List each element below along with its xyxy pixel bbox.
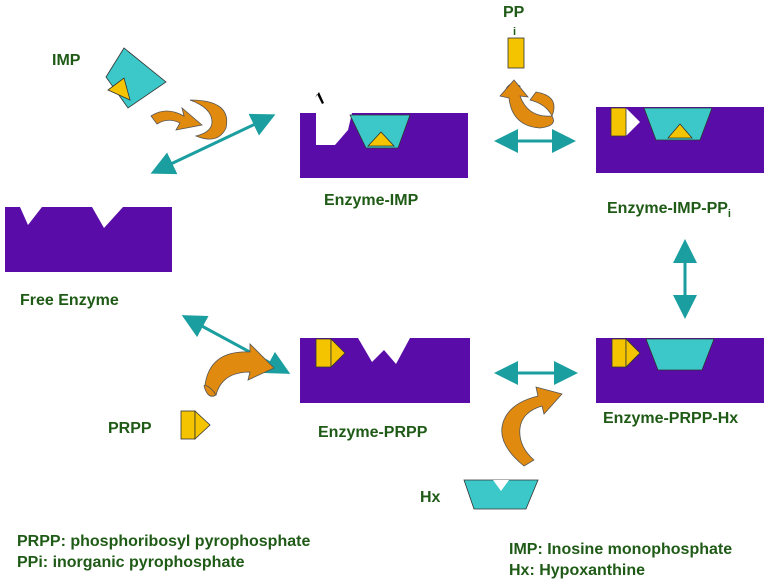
- enzyme-imp-ppi-shape: [596, 107, 764, 173]
- label-enzyme-imp: Enzyme-IMP: [324, 192, 419, 209]
- free-enzyme-shape: [5, 207, 172, 272]
- label-imp: IMP: [52, 52, 81, 69]
- curved-arrow-prpp: [203, 343, 275, 397]
- hx-molecule: [463, 479, 539, 510]
- curved-arrow-ppi: [499, 79, 555, 129]
- label-enzyme-imp-ppi: Enzyme-IMP-PPi: [607, 200, 731, 221]
- label-hx: Hx: [420, 489, 441, 506]
- double-arrow-free-to-imp: [150, 113, 276, 175]
- label-prpp: PRPP: [108, 420, 152, 437]
- label-free-enzyme: Free Enzyme: [20, 292, 119, 309]
- enzyme-imp-shape: [300, 92, 468, 178]
- enzyme-prpp-shape: [300, 338, 470, 403]
- legend-hx: Hx: Hypoxanthine: [509, 562, 646, 579]
- legend-imp: IMP: Inosine monophosphate: [509, 541, 733, 558]
- curved-arrow-hx: [501, 386, 563, 467]
- legend-prpp: PRPP: phosphoribosyl pyrophosphate: [17, 533, 311, 550]
- enzyme-prpp-hx-shape: [596, 338, 764, 403]
- prpp-molecule: [180, 410, 211, 440]
- legend-ppi: PPi: inorganic pyrophosphate: [17, 554, 245, 571]
- legend-left: PRPP: phosphoribosyl pyrophosphate PPi: …: [17, 531, 310, 573]
- imp-molecule: [105, 47, 167, 109]
- label-enzyme-prpp-hx: Enzyme-PRPP-Hx: [603, 410, 739, 427]
- label-enzyme-prpp: Enzyme-PRPP: [318, 424, 428, 441]
- ppi-molecule: [507, 37, 525, 69]
- curved-arrow-imp: [150, 99, 228, 140]
- legend-right: IMP: Inosine monophosphate Hx: Hypoxanth…: [509, 539, 732, 581]
